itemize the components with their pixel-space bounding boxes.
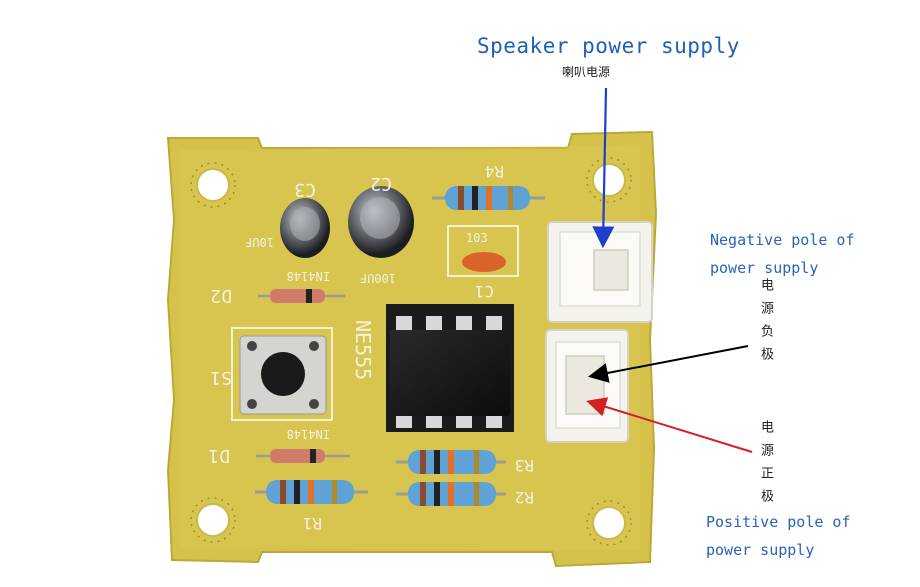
capacitor-c2: [348, 186, 414, 258]
diode-d1: [256, 449, 350, 463]
label-diode-part-top: IN4148: [287, 269, 330, 283]
speaker-connector: [547, 221, 653, 323]
positive-arrow: [586, 397, 753, 453]
speaker-arrow: [592, 87, 615, 249]
label-c2: C2: [370, 173, 392, 194]
negative-pole-line-2: power supply: [710, 259, 819, 277]
negative-pole-label: Negative pole of power supply: [710, 226, 855, 282]
resistor-r2: [396, 482, 506, 506]
label-ic: NE555: [351, 320, 375, 380]
capacitor-c3: [280, 198, 330, 258]
positive-pole-cn-label: 电源正极: [758, 420, 773, 512]
push-button-s1: [231, 327, 333, 421]
ceramic-capacitor-c1: [447, 225, 519, 277]
power-connector: [545, 329, 629, 443]
label-r3: R3: [515, 456, 534, 475]
resistor-r1: [255, 480, 368, 504]
label-diode-part-bottom: IN4148: [287, 427, 330, 441]
mounting-holes: [190, 157, 632, 546]
label-c1: C1: [475, 282, 494, 301]
speaker-supply-cn-label: 喇叭电源: [562, 65, 611, 79]
negative-pole-cn-label: 电源负极: [758, 278, 773, 370]
label-ceramic-value: 103: [466, 231, 488, 245]
label-r4: R4: [485, 162, 504, 181]
label-c3-value: 10UF: [245, 235, 274, 249]
resistor-r4: [432, 186, 545, 210]
ne555-chip: [386, 304, 514, 432]
label-d2: D2: [210, 285, 232, 306]
label-r2: R2: [515, 488, 534, 507]
speaker-supply-label: Speaker power supply: [477, 34, 740, 58]
resistor-r3: [396, 450, 506, 474]
positive-pole-line-2: power supply: [706, 541, 815, 559]
label-s1: S1: [210, 367, 232, 388]
label-r1: R1: [303, 514, 322, 533]
negative-arrow: [588, 345, 749, 383]
diode-d2: [258, 289, 345, 303]
negative-pole-line-1: Negative pole of: [710, 231, 855, 249]
positive-pole-line-1: Positive pole of: [706, 513, 851, 531]
positive-pole-label: Positive pole of power supply: [706, 508, 851, 564]
label-c2-value: 100UF: [360, 271, 396, 285]
label-c3: C3: [294, 179, 316, 200]
label-d1: D1: [208, 445, 230, 466]
